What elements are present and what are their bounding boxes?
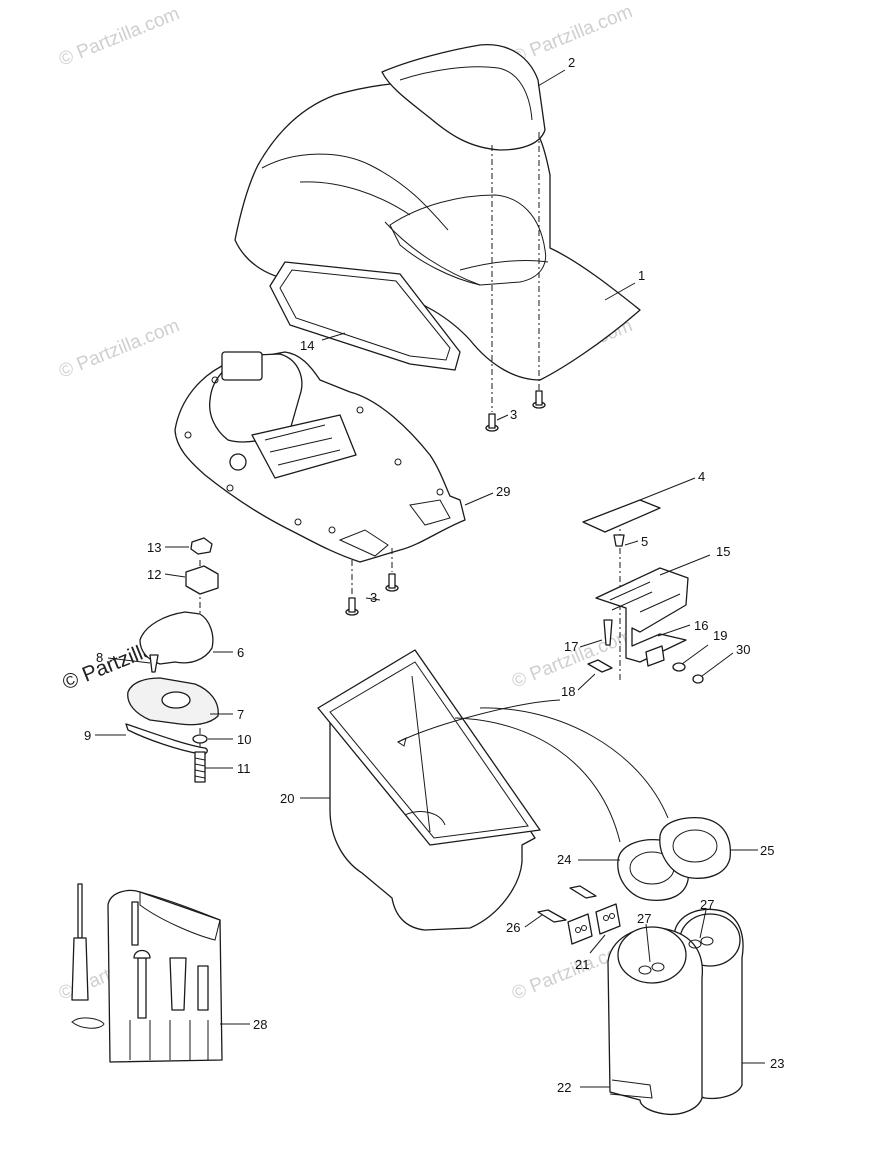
callout-29: 29 — [496, 484, 510, 499]
callout-16: 16 — [694, 618, 708, 633]
callout-24: 24 — [557, 852, 571, 867]
pin-part-8 — [149, 654, 159, 673]
callout-17: 17 — [564, 639, 578, 654]
wrench — [137, 957, 147, 1019]
callout-2: 2 — [568, 55, 575, 70]
watermark: © Partzilla.com — [56, 3, 183, 70]
callout-25: 25 — [760, 843, 774, 858]
toolkit-part-28 — [71, 883, 223, 1063]
watermark: © Partzilla.com — [509, 625, 636, 692]
callout-3: 3 — [510, 407, 517, 422]
callout-26: 26 — [506, 920, 520, 935]
callout-18: 18 — [561, 684, 575, 699]
cups-parts-22-23-27 — [607, 908, 744, 1116]
callout-22: 22 — [557, 1080, 571, 1095]
screw-part-18 — [587, 659, 613, 673]
callout-11: 11 — [237, 761, 251, 776]
lid-part-25 — [659, 816, 732, 879]
callout-30: 30 — [736, 642, 750, 657]
bin-part-20 — [317, 649, 669, 931]
callout-1: 1 — [638, 268, 645, 283]
callout-7: 7 — [237, 707, 244, 722]
screwdriver — [77, 883, 83, 939]
nut-part-30 — [692, 674, 704, 684]
callout-6: 6 — [237, 645, 244, 660]
washer-part-19 — [672, 662, 686, 672]
callout-21: 21 — [575, 957, 589, 972]
seat-part-2 — [381, 44, 546, 151]
plate-part-16 — [645, 645, 665, 667]
plate-part-29 — [174, 351, 466, 563]
callout-20: 20 — [280, 791, 294, 806]
callout-5: 5 — [641, 534, 648, 549]
callout-14: 14 — [300, 338, 314, 353]
nut-part-13 — [190, 537, 213, 555]
callout-8: 8 — [96, 650, 103, 665]
watermark: © Partzilla.com — [56, 315, 183, 382]
gasket-part-14 — [269, 261, 461, 371]
callout-23: 23 — [770, 1056, 784, 1071]
callout-27-right: 27 — [700, 897, 714, 912]
block-part-12 — [185, 565, 219, 595]
callout-27-left: 27 — [637, 911, 651, 926]
socket-tool — [169, 957, 187, 1011]
callout-10: 10 — [237, 732, 251, 747]
washer-part-10 — [192, 734, 208, 744]
callout-15: 15 — [716, 544, 730, 559]
plates-parts-21-26 — [537, 885, 621, 945]
leader-lines — [95, 69, 765, 1088]
bracket-part-4 — [582, 499, 661, 533]
bracket-parts — [582, 499, 704, 684]
rivet-part-17 — [603, 619, 613, 646]
callout-9: 9 — [84, 728, 91, 743]
callout-4: 4 — [698, 469, 705, 484]
rivet-part-5 — [613, 534, 625, 547]
lids — [617, 816, 732, 901]
bracket-part-15 — [595, 567, 689, 663]
callout-3-lower: 3 — [370, 590, 377, 605]
screws-part-3 — [345, 390, 546, 616]
callout-13: 13 — [147, 540, 161, 555]
clip-part-9 — [125, 723, 208, 756]
callout-19: 19 — [713, 628, 727, 643]
latch-assembly — [125, 537, 219, 783]
callout-labels: 2 1 14 3 4 29 5 13 15 12 3 16 19 17 30 6… — [84, 55, 784, 1095]
callout-12: 12 — [147, 567, 161, 582]
callout-28: 28 — [253, 1017, 267, 1032]
